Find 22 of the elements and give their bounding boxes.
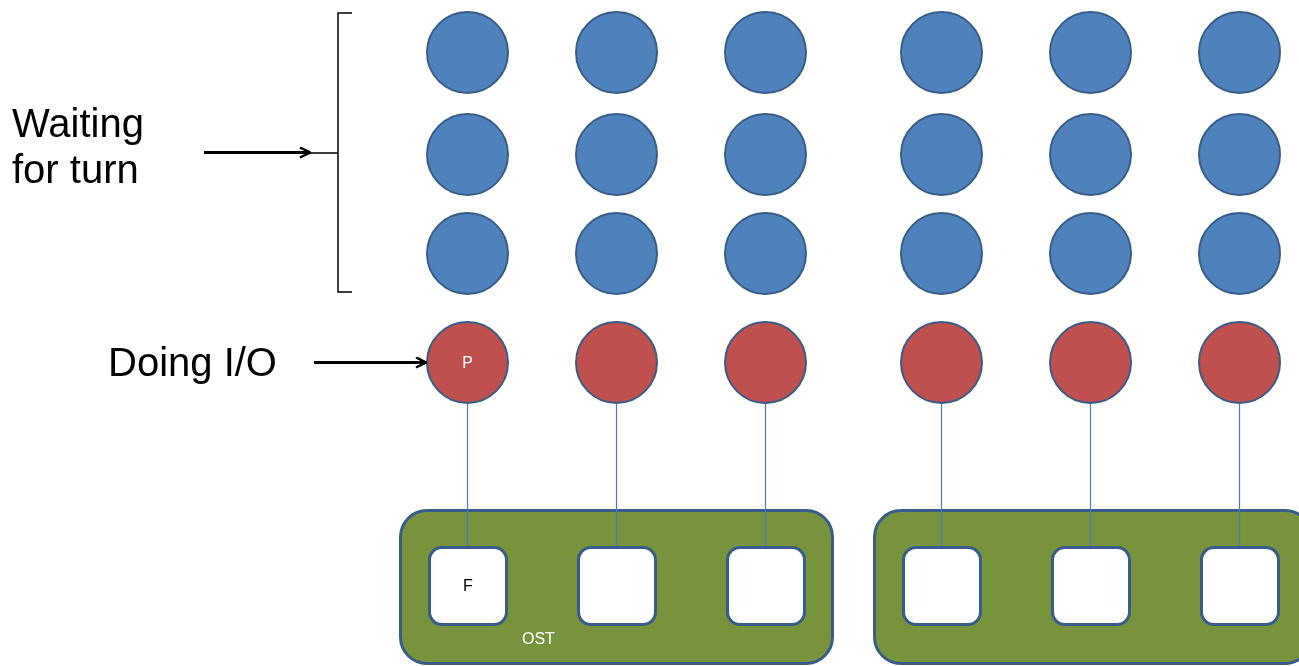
bracket: [310, 12, 353, 293]
file-box: [577, 546, 657, 626]
file-box: [428, 546, 508, 626]
node-label: F: [463, 577, 473, 595]
file-box: [1200, 546, 1280, 626]
node-label: OST: [522, 630, 555, 648]
connector-line: [764, 403, 767, 547]
annotation-text: Waiting for turn: [12, 100, 202, 192]
arrow: [204, 146, 312, 159]
file-box: [1051, 546, 1131, 626]
connector-line: [1238, 403, 1241, 547]
node-label: P: [462, 353, 473, 372]
storage-target-panel: [873, 509, 1299, 665]
connector-line: [466, 403, 469, 547]
connector-line: [1089, 403, 1092, 547]
storage-target-panel: [399, 509, 834, 665]
arrow: [314, 356, 428, 369]
annotation-text: Doing I/O: [108, 339, 312, 385]
file-box: [726, 546, 806, 626]
connector-line: [940, 403, 943, 547]
file-box: [902, 546, 982, 626]
connector-line: [615, 403, 618, 547]
